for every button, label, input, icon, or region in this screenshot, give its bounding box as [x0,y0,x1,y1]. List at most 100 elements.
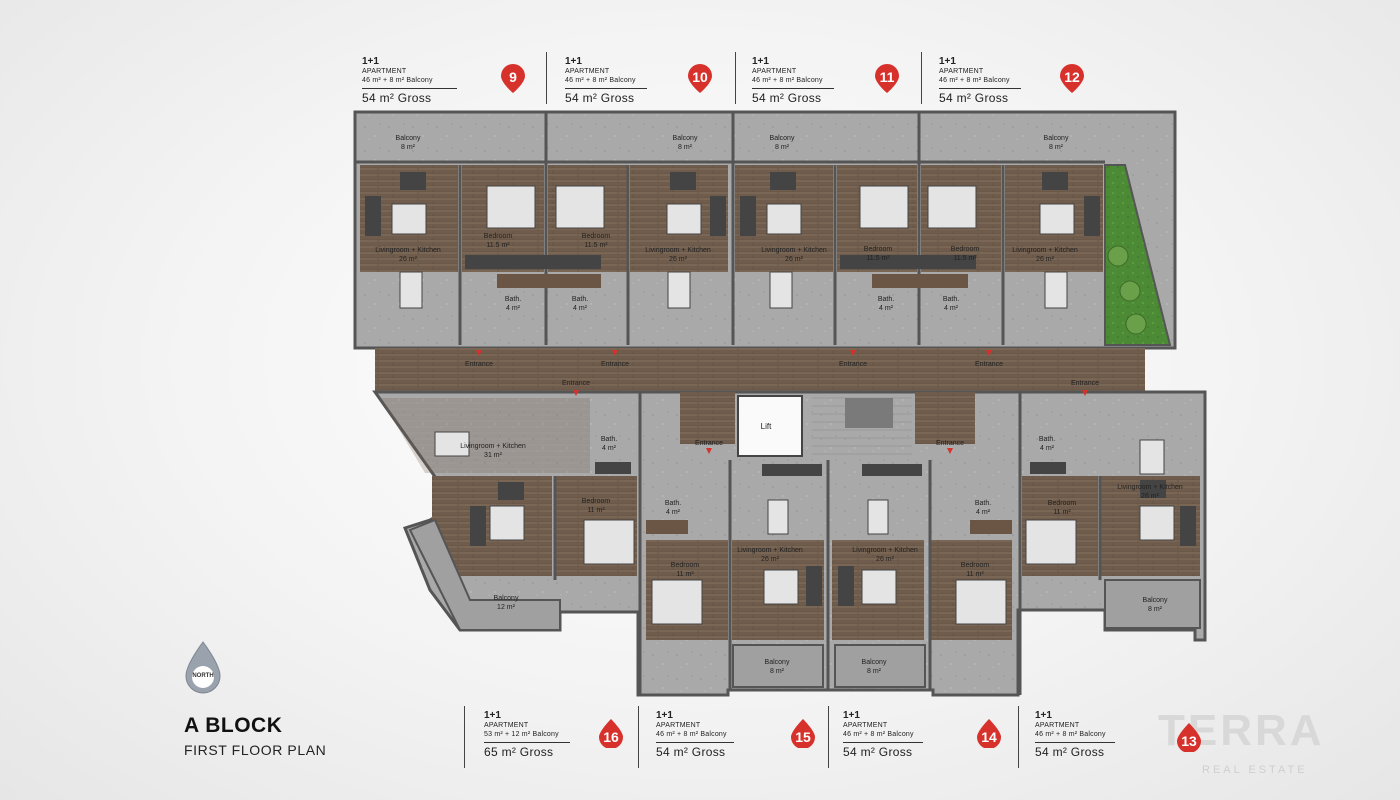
apartment-marker-9[interactable]: 9 [498,64,528,94]
entrance-label: Entrance [975,361,1003,368]
room-label: Bedroom [961,562,990,569]
room-label: Bath. [572,296,588,303]
divider [546,52,547,104]
room-label: Bedroom [951,246,980,253]
apartment-number: 16 [603,729,619,745]
room-label: Bath. [975,500,991,507]
north-drop-icon [185,641,221,694]
room-area: 11.5 m² [953,255,977,262]
apartment-type: 1+1 [1035,710,1052,721]
room-label: Livingroom + Kitchen [852,547,918,554]
room-label: Livingroom + Kitchen [1012,247,1078,254]
apartment-marker-10[interactable]: 10 [685,64,715,94]
apartment-type: 1+1 [565,56,582,67]
room-label: Bedroom [1048,500,1077,507]
apartment-marker-16[interactable]: 16 [596,718,626,748]
room-area: 4 m² [602,445,617,452]
apartment-type: 1+1 [484,710,501,721]
room-label: Balcony [1143,597,1168,604]
apartment-type: 1+1 [843,710,860,721]
apartment-type: 1+1 [939,56,956,67]
room-label: Bath. [665,500,681,507]
apartment-number: 9 [509,69,517,85]
apartment-kind: APARTMENT [484,722,529,729]
apartment-marker-11[interactable]: 11 [872,64,902,94]
entrance-label: Entrance [1071,380,1099,387]
room-area: 26 m² [876,556,895,563]
room-label: Balcony [770,135,795,142]
room-area: 26 m² [1141,493,1160,500]
room-area: 11 m² [587,507,605,514]
divider [735,52,736,104]
room-label: Balcony [1044,135,1069,142]
location-pin-icon [1060,64,1084,93]
apartment-kind: APARTMENT [362,68,407,75]
drop-icon [791,719,815,748]
apartment-tag-16: 1+1 APARTMENT 53 m² + 12 m² Balcony 65 m… [484,710,634,759]
room-label: Livingroom + Kitchen [460,443,526,450]
room-label: Bedroom [864,246,893,253]
apartment-marker-12[interactable]: 12 [1057,64,1087,94]
room-area: 8 m² [678,144,693,151]
room-label: Bath. [1039,436,1055,443]
apartment-gross: 54 m² Gross [656,742,734,759]
apartment-kind: APARTMENT [843,722,888,729]
apartment-number: 10 [692,69,708,85]
room-area: 26 m² [669,256,688,263]
north-indicator: NORTH [182,640,224,698]
room-area: 26 m² [399,256,418,263]
drop-icon [599,719,623,748]
apartment-gross: 54 m² Gross [565,88,647,105]
divider [464,706,465,768]
apartment-gross: 65 m² Gross [484,742,570,759]
room-label: Bath. [878,296,894,303]
room-label: Balcony [673,135,698,142]
room-area: 12 m² [497,604,516,611]
room-label: Balcony [765,659,790,666]
room-area: 8 m² [1049,144,1064,151]
location-pin-icon [501,64,525,93]
room-area: 11 m² [966,571,984,578]
room-label: Livingroom + Kitchen [645,247,711,254]
apartment-type: 1+1 [752,56,769,67]
apartment-area: 46 m² + 8 m² Balcony [752,77,823,84]
apartment-marker-15[interactable]: 15 [788,718,818,748]
apartment-type: 1+1 [362,56,379,67]
apartment-number: 15 [795,729,811,745]
location-pin-icon [875,64,899,93]
apartment-kind: APARTMENT [752,68,797,75]
apartment-number: 13 [1181,733,1197,749]
apartment-number: 12 [1064,69,1080,85]
page-title: A BLOCK [184,714,283,737]
room-area: 26 m² [761,556,780,563]
apartment-kind: APARTMENT [656,722,701,729]
apartment-tag-13: 1+1 APARTMENT 46 m² + 8 m² Balcony 54 m²… [1035,710,1185,759]
room-area: 26 m² [785,256,804,263]
room-label: Balcony [396,135,421,142]
room-area: 11 m² [676,571,694,578]
entrance-label: Entrance [695,440,723,447]
apartment-gross: 54 m² Gross [752,88,834,105]
entrance-label: Entrance [562,380,590,387]
apartment-kind: APARTMENT [565,68,610,75]
drop-icon [977,719,1001,748]
room-area: 4 m² [1040,445,1055,452]
room-labels: Balcony 8 m² Balcony 8 m² Balcony 8 m² B… [375,135,1183,675]
room-label: Livingroom + Kitchen [375,247,441,254]
room-area: 4 m² [666,509,681,516]
apartment-kind: APARTMENT [1035,722,1080,729]
room-area: 31 m² [484,452,503,459]
apartment-area: 46 m² + 8 m² Balcony [656,731,727,738]
apartment-marker-14[interactable]: 14 [974,718,1004,748]
lift-label: Lift [761,422,772,431]
room-label: Bedroom [484,233,513,240]
entrance-label: Entrance [465,361,493,368]
divider [921,52,922,104]
apartment-tag-10: 1+1 APARTMENT 46 m² + 8 m² Balcony 54 m²… [565,56,715,105]
divider [638,706,639,768]
apartment-marker-13[interactable]: 13 [1174,722,1204,752]
room-area: 4 m² [944,305,959,312]
apartment-area: 46 m² + 8 m² Balcony [1035,731,1106,738]
room-label: Bedroom [671,562,700,569]
